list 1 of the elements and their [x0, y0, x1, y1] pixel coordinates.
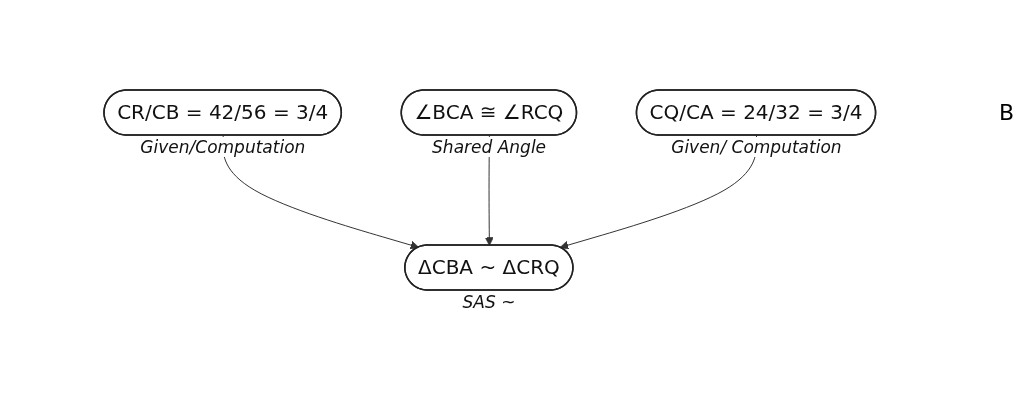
note-text: B — [998, 100, 1014, 125]
